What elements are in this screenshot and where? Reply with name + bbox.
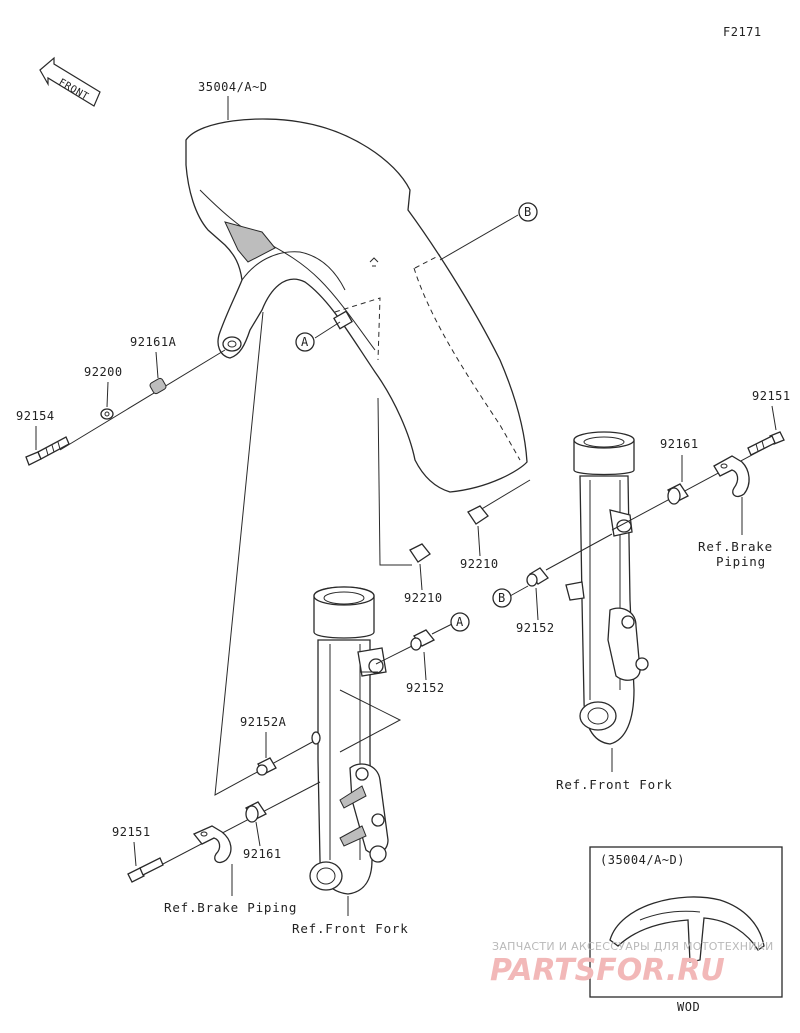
- inset-box: (35004/A~D) WOD: [589, 846, 783, 1014]
- washer-92200[interactable]: [100, 408, 114, 420]
- callout-92210-center: 92210: [404, 591, 443, 605]
- fender-leader-right: [479, 479, 531, 511]
- bolt-92151-left[interactable]: [127, 857, 164, 883]
- collar-92161-right[interactable]: [667, 483, 689, 505]
- marker-b-top: [518, 202, 538, 222]
- marker-a-bottom: [450, 612, 470, 632]
- front-fender[interactable]: [185, 118, 528, 493]
- fender-leader-center: [377, 397, 412, 566]
- callout-92161-left: 92161: [243, 847, 282, 861]
- callout-92161A: 92161A: [130, 335, 177, 349]
- callout-92210-right: 92210: [460, 557, 499, 571]
- front-arrow-icon: FRONT: [39, 56, 101, 107]
- collar-92161-left[interactable]: [245, 801, 267, 823]
- inset-title: (35004/A~D): [600, 853, 685, 867]
- brake-clamp-left[interactable]: [192, 825, 232, 864]
- callout-92152-center: 92152: [406, 681, 445, 695]
- marker-a-bottom-label: A: [456, 615, 464, 629]
- callout-92152-right: 92152: [516, 621, 555, 635]
- inset-caption: WOD: [677, 1000, 700, 1014]
- callout-92151-left: 92151: [112, 825, 151, 839]
- brake-clamp-right[interactable]: [713, 455, 750, 498]
- fender-leader-left: [214, 311, 317, 796]
- callout-92161-right: 92161: [660, 437, 699, 451]
- bolt-92152-right[interactable]: [526, 567, 549, 587]
- marker-b-bottom-label: B: [498, 591, 506, 605]
- marker-a-top: [295, 332, 315, 352]
- nut-92210-center[interactable]: [409, 543, 431, 563]
- bolt-92154[interactable]: [25, 436, 70, 466]
- nut-92210-right[interactable]: [467, 505, 489, 525]
- ref-front-fork-right: Ref.Front Fork: [556, 777, 673, 792]
- callout-92154: 92154: [16, 409, 55, 423]
- front-fork-left[interactable]: [309, 586, 389, 895]
- callout-92152A: 92152A: [240, 715, 287, 729]
- left-fork-leader: [339, 671, 402, 753]
- callout-fender: 35004/A~D: [198, 80, 268, 94]
- collar-92161A[interactable]: [149, 377, 167, 395]
- marker-b-top-label: B: [524, 205, 532, 219]
- ref-front-fork-left: Ref.Front Fork: [292, 921, 409, 936]
- ref-brake-piping-right-2: Piping: [716, 554, 766, 569]
- watermark-brand: PARTSFOR.RU: [490, 953, 725, 988]
- figure-code: F2171: [723, 25, 762, 39]
- ref-brake-piping-left: Ref.Brake Piping: [164, 900, 297, 915]
- callout-92151-right: 92151: [752, 389, 791, 403]
- marker-b-bottom: [492, 588, 512, 608]
- bolt-92152A[interactable]: [256, 757, 277, 776]
- bolt-92151-right[interactable]: [747, 431, 785, 456]
- watermark-tagline: ЗАПЧАСТИ И АКСЕССУАРЫ ДЛЯ МОТОТЕХНИКИ: [492, 940, 774, 953]
- callout-92200: 92200: [84, 365, 123, 379]
- front-fork-right[interactable]: [565, 431, 649, 745]
- ref-brake-piping-right-1: Ref.Brake: [698, 539, 773, 554]
- bolt-92152-center[interactable]: [410, 629, 436, 651]
- marker-a-top-label: A: [301, 335, 309, 349]
